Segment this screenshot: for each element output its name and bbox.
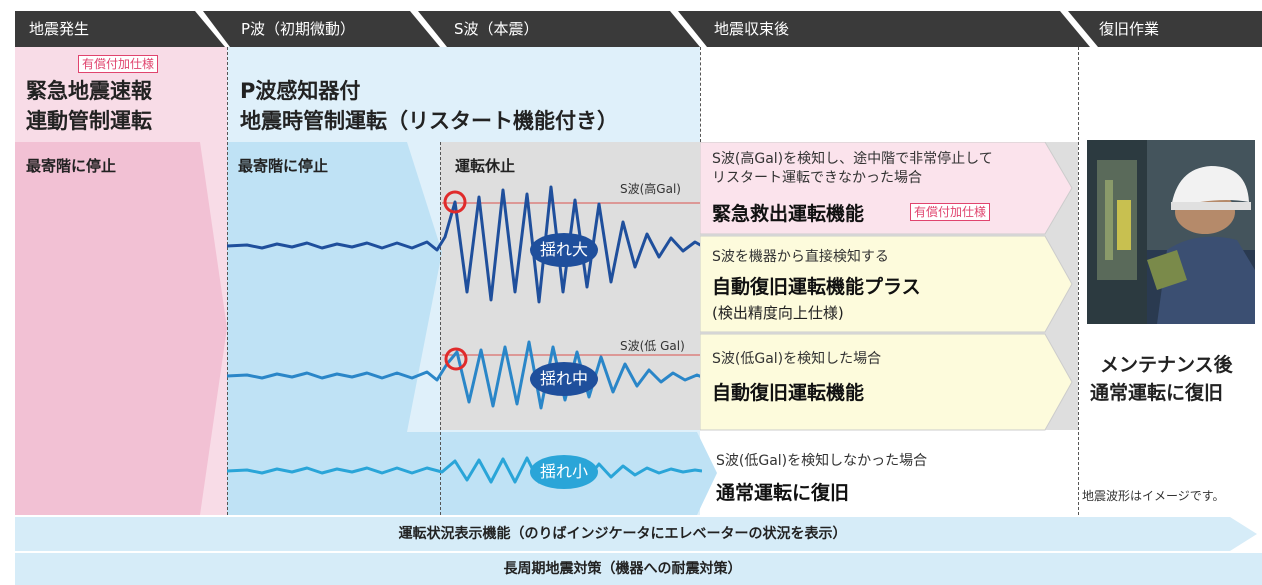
worker-illustration bbox=[1087, 140, 1255, 324]
case1-optional-tag: 有償付加仕様 bbox=[910, 203, 991, 221]
case3-title: 自動復旧運転機能 bbox=[712, 382, 865, 404]
divider-3 bbox=[700, 47, 701, 142]
emergency-action: 最寄階に停止 bbox=[26, 157, 117, 175]
wave-small bbox=[227, 456, 702, 484]
case3-desc: S波(低Gal)を検知した場合 bbox=[712, 351, 882, 367]
shake-large-badge: 揺れ大 bbox=[530, 233, 598, 267]
header-phase-recovery: 復旧作業 bbox=[1099, 20, 1160, 38]
high-gal-trigger-marker bbox=[443, 190, 467, 214]
divider-1 bbox=[227, 47, 228, 515]
label-low-gal: S波(低 Gal) bbox=[620, 339, 685, 353]
shake-small-badge: 揺れ小 bbox=[530, 455, 598, 489]
case1-desc-line2: リスタート運転できなかった場合 bbox=[712, 170, 922, 186]
recovery-title-line2: 通常運転に復旧 bbox=[1090, 382, 1224, 404]
divider-2 bbox=[440, 142, 441, 515]
recovery-title-line1: メンテナンス後 bbox=[1100, 354, 1233, 376]
header-phase-pwave: P波（初期微動） bbox=[241, 20, 356, 38]
wave-medium bbox=[227, 340, 702, 410]
case1-desc-line1: S波(高Gal)を検知し、途中階で非常停止して bbox=[712, 151, 993, 167]
header-phase-swave: S波（本震） bbox=[454, 20, 539, 38]
shake-medium-badge: 揺れ中 bbox=[530, 362, 598, 396]
case4-desc: S波(低Gal)を検知しなかった場合 bbox=[716, 453, 928, 469]
emergency-optional-tag: 有償付加仕様 bbox=[78, 55, 159, 73]
swave-action: 運転休止 bbox=[455, 157, 516, 175]
divider-4 bbox=[1078, 47, 1079, 515]
long-period-countermeasure-bar: 長周期地震対策（機器への耐震対策） bbox=[503, 561, 742, 577]
pwave-title-line2: 地震時管制運転（リスタート機能付き） bbox=[240, 109, 618, 133]
bottom-bars bbox=[15, 517, 1262, 585]
indicator-function-bar: 運転状況表示機能（のりばインジケータにエレベーターの状況を表示） bbox=[398, 526, 847, 542]
header-bar-shapes bbox=[15, 11, 1262, 47]
waveform-diagram bbox=[227, 185, 702, 484]
case4-title: 通常運転に復旧 bbox=[716, 482, 850, 504]
emergency-title-line2: 連動管制運転 bbox=[26, 109, 152, 133]
pwave-title-line1: P波感知器付 bbox=[240, 79, 361, 103]
case2-desc: S波を機器から直接検知する bbox=[712, 249, 889, 265]
case2-sub: (検出精度向上仕様) bbox=[712, 304, 844, 322]
header-phase-earthquake: 地震発生 bbox=[29, 20, 90, 38]
wave-large bbox=[227, 185, 702, 304]
case1-title: 緊急救出運転機能 bbox=[712, 203, 865, 225]
emergency-arrow bbox=[15, 142, 227, 515]
label-high-gal: S波(高Gal) bbox=[620, 182, 681, 196]
maintenance-worker-photo bbox=[1087, 140, 1255, 324]
header-phase-after: 地震収束後 bbox=[714, 20, 790, 38]
pwave-arrow bbox=[227, 142, 442, 432]
pwave-action: 最寄階に停止 bbox=[238, 157, 329, 175]
case2-title: 自動復旧運転機能プラス bbox=[712, 276, 921, 298]
waveform-note: 地震波形はイメージです。 bbox=[1082, 489, 1225, 503]
emergency-title-line1: 緊急地震速報 bbox=[26, 79, 152, 103]
low-gal-trigger-marker bbox=[444, 347, 468, 371]
